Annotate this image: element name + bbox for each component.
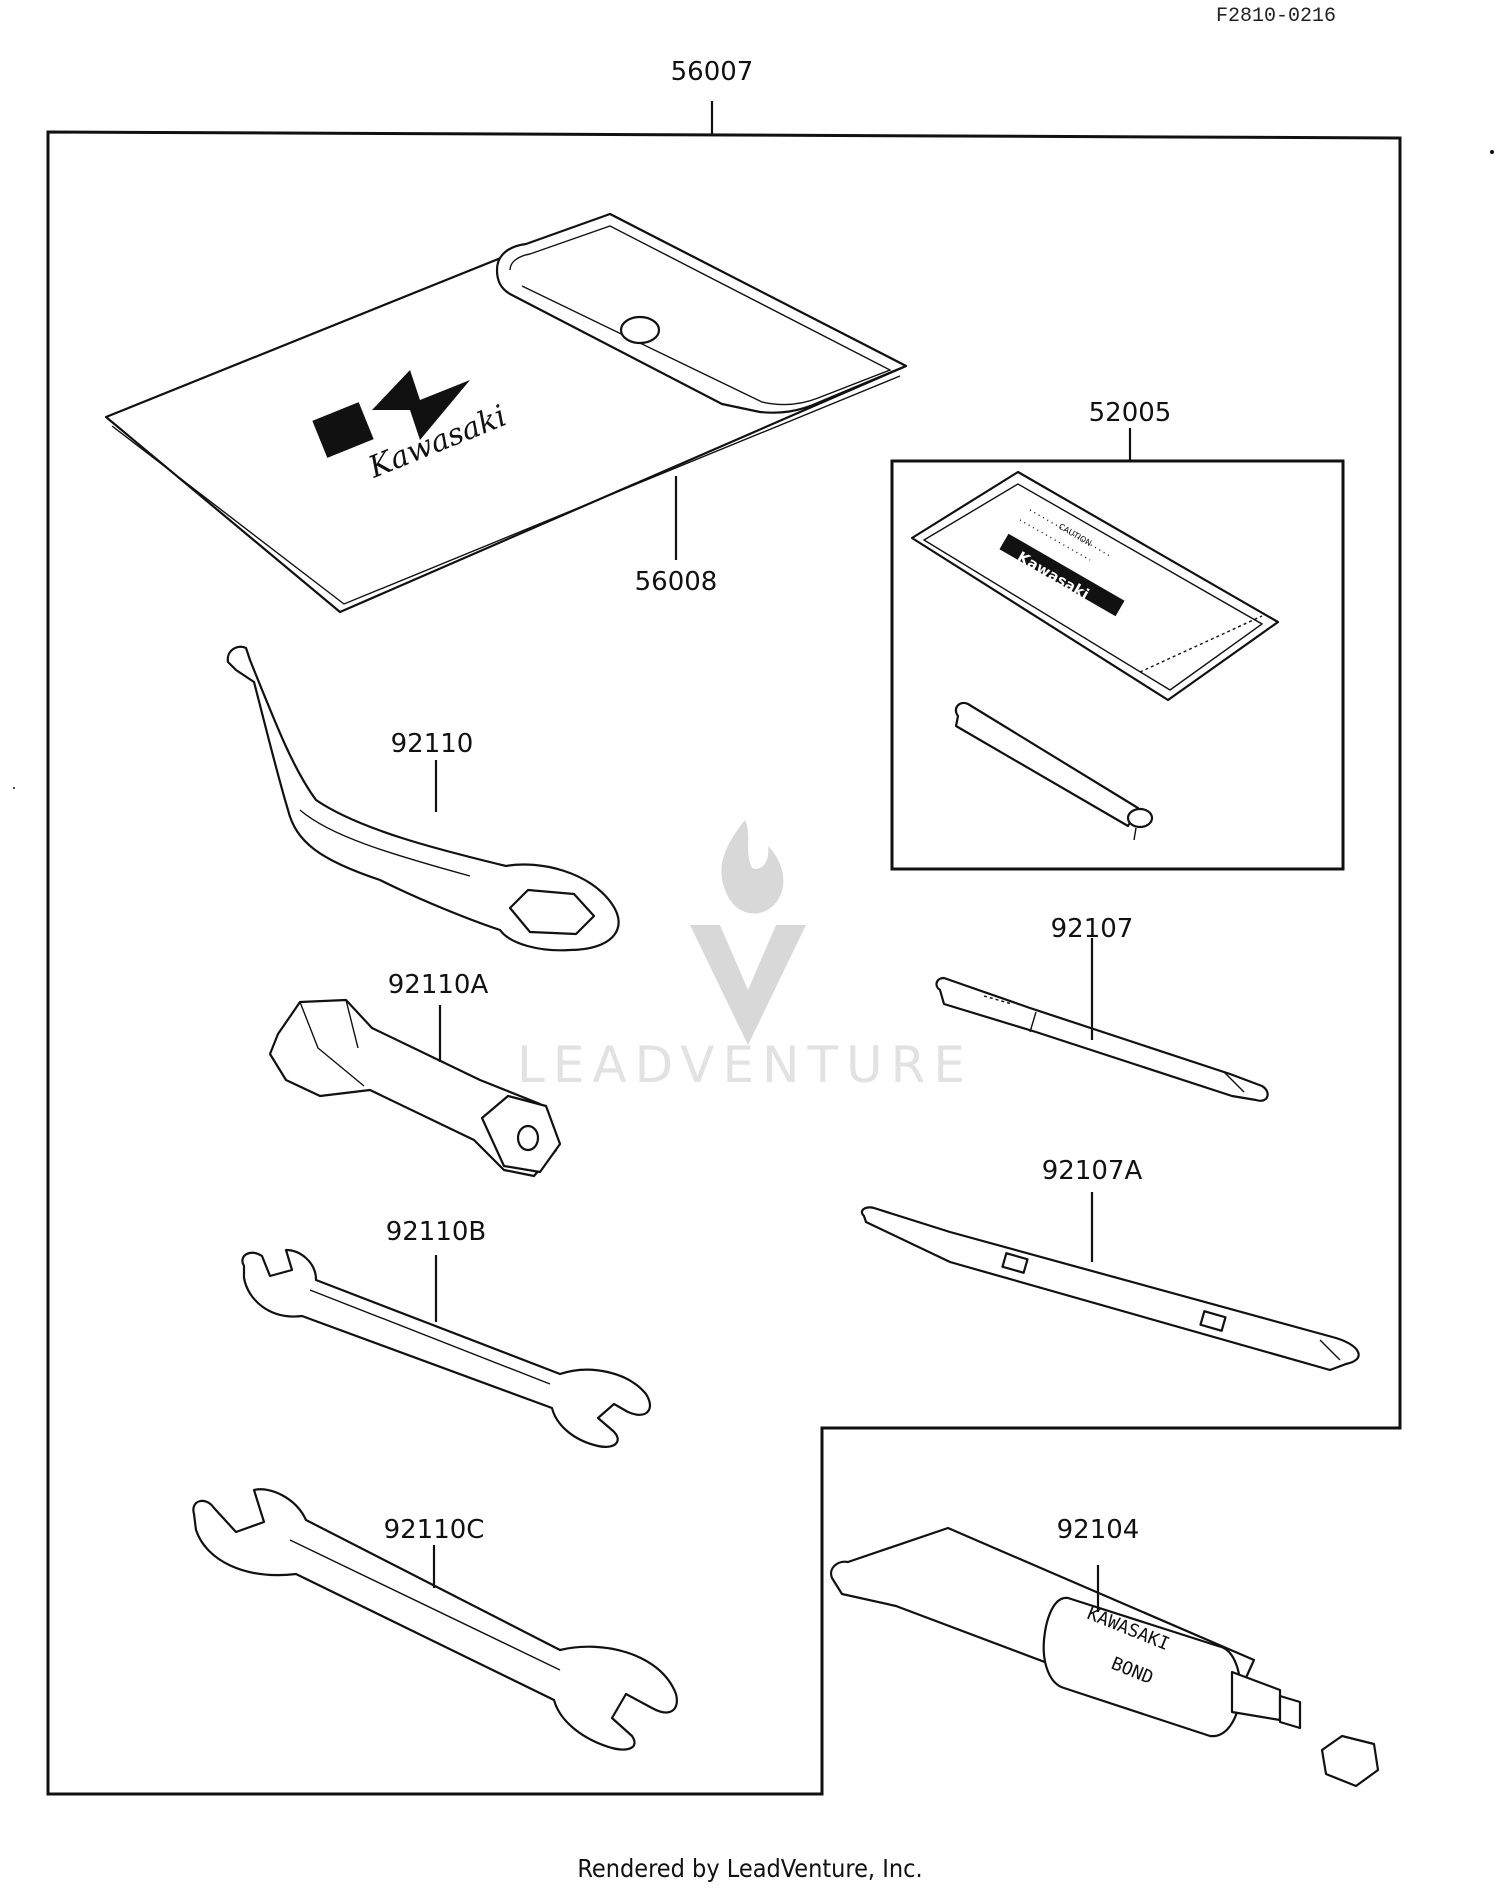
phillips-screwdriver [935, 976, 1269, 1102]
watermark-text: LEADVENTURE [517, 1036, 973, 1094]
label-92110B: 92110B [386, 1217, 487, 1247]
bond-tube: KAWASAKI BOND [830, 1526, 1380, 1788]
combo-screwdriver [860, 1206, 1360, 1372]
footer-credit: Rendered by LeadVenture, Inc. [577, 1854, 922, 1883]
label-56007: 56007 [671, 57, 754, 87]
open-wrench-small [241, 1248, 652, 1448]
open-wrench-large [192, 1488, 678, 1751]
leadventure-watermark: LEADVENTURE [517, 820, 973, 1094]
tool-kit-outline [46, 130, 1402, 1796]
sticker-tube [954, 701, 1154, 841]
sticker-kit-box [890, 459, 1345, 871]
caution-sticker: Kawasaki CAUTION [910, 470, 1280, 702]
tool-bag: Kawasaki [104, 212, 908, 614]
reference-code: F2810-0216 [1216, 5, 1336, 28]
label-56008: 56008 [635, 567, 718, 597]
label-92110: 92110 [391, 729, 474, 759]
label-52005: 52005 [1089, 398, 1172, 428]
label-92110A: 92110A [388, 970, 489, 1000]
label-92107A: 92107A [1042, 1156, 1143, 1186]
label-92107: 92107 [1051, 914, 1134, 944]
label-92110C: 92110C [384, 1515, 485, 1545]
box-wrench [268, 998, 562, 1178]
hook-spanner [226, 645, 620, 952]
label-92104: 92104 [1057, 1515, 1140, 1545]
